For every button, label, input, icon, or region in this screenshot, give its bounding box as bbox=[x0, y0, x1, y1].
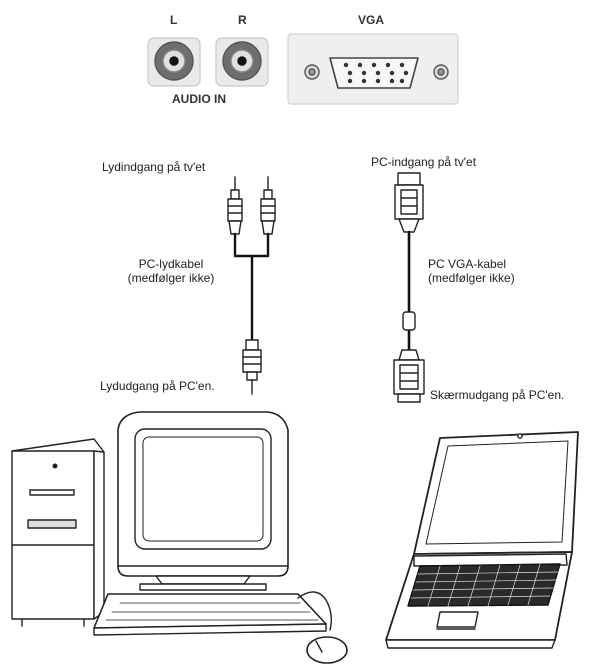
rca-plug-left bbox=[227, 176, 243, 235]
laptop-keyboard bbox=[407, 563, 561, 607]
audio-right-label: R bbox=[238, 13, 247, 27]
mouse bbox=[306, 636, 348, 664]
vga-tv-input-label: PC-indgang på tv'et bbox=[371, 155, 477, 169]
vga-port bbox=[287, 33, 459, 105]
audio-jack-left bbox=[147, 37, 201, 87]
audio-cable-label: PC-lydkabel (medfølger ikke) bbox=[112, 257, 230, 285]
audio-tv-input-label: Lydindgang på tv'et bbox=[102, 160, 206, 174]
laptop-touchpad bbox=[436, 611, 479, 628]
audio-cable-label-line1: PC-lydkabel bbox=[138, 257, 204, 271]
audio-jack-right bbox=[215, 37, 269, 87]
vga-cable-label-line1: PC VGA-kabel bbox=[428, 257, 507, 271]
desktop-tower bbox=[11, 438, 105, 627]
vga-plug-pc bbox=[393, 349, 425, 403]
crt-monitor bbox=[117, 411, 289, 591]
vga-cable-label-line2: (medfølger ikke) bbox=[428, 271, 515, 285]
audio-in-label: AUDIO IN bbox=[172, 92, 226, 106]
rca-plug-right bbox=[260, 176, 276, 235]
vga-label: VGA bbox=[358, 13, 385, 27]
audio-plug-pc bbox=[242, 339, 262, 395]
vga-cable-label: PC VGA-kabel (medfølger ikke) bbox=[428, 257, 515, 285]
audio-pc-output-label: Lydudgang på PC'en. bbox=[100, 379, 215, 393]
audio-cable bbox=[233, 232, 270, 342]
vga-plug-tv bbox=[394, 172, 424, 233]
mouse-cable bbox=[297, 591, 333, 631]
laptop bbox=[385, 431, 579, 649]
vga-pc-output-label: Skærmudgang på PC'en. bbox=[430, 388, 565, 402]
audio-left-label: L bbox=[170, 13, 178, 27]
vga-cable-ferrite bbox=[402, 311, 416, 331]
audio-cable-label-line2: (medfølger ikke) bbox=[127, 271, 215, 285]
keyboard bbox=[93, 593, 327, 636]
